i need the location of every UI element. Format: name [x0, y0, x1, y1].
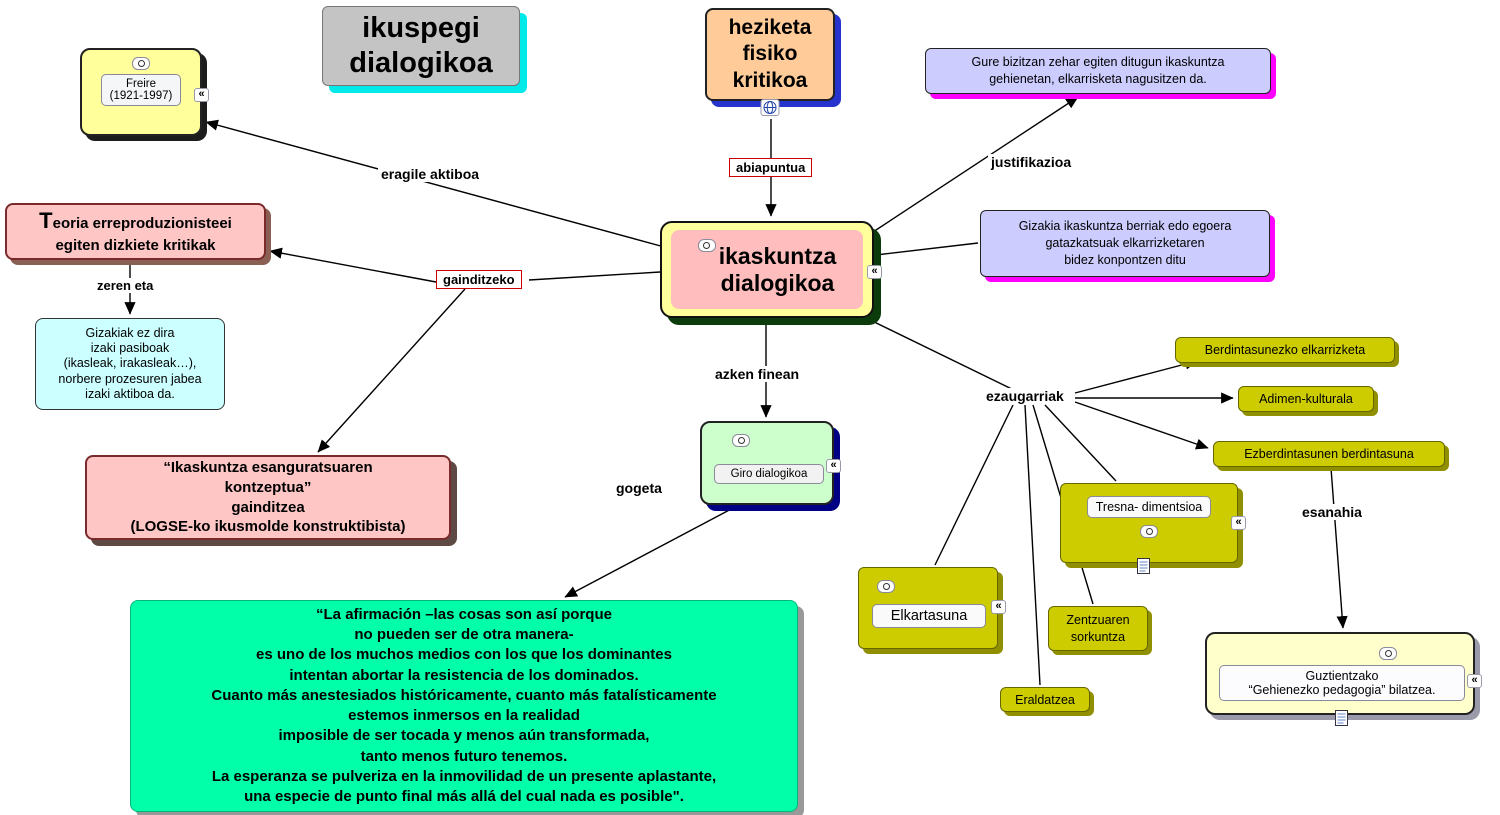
freire-label: Freire (1921-1997)	[100, 74, 182, 106]
gizakiak-text: Gizakiak ez dira izaki pasiboak (ikaslea…	[58, 325, 202, 401]
giro-label: Giro dialogikoa	[714, 464, 824, 484]
quote-text: “La afirmación –las cosas son así porque…	[211, 605, 717, 805]
web-resource-icon[interactable]	[760, 99, 780, 116]
link-label-zeren-eta[interactable]: zeren eta	[94, 278, 157, 293]
annotation-icon[interactable]	[697, 239, 716, 252]
node-guztientzako-pedagogia[interactable]: Guztientzako “Gehienezko pedagogia” bila…	[1205, 632, 1482, 726]
node-giro-dialogikoa[interactable]: Giro dialogikoa «	[700, 421, 841, 505]
node-ikuspegi-dialogikoa[interactable]: ikuspegi dialogikoa	[322, 6, 520, 86]
collapse-icon[interactable]: «	[867, 265, 882, 279]
guztientzako-label: Guztientzako “Gehienezko pedagogia” bila…	[1219, 665, 1465, 701]
node-tresna-dimentsioa[interactable]: Tresna- dimentsioa «	[1060, 483, 1246, 574]
node-ikaskuntza-dialogikoa[interactable]: ikaskuntza dialogikoa «	[660, 221, 882, 318]
esanguratsua-text: “Ikaskuntza esanguratsuaren kontzeptua” …	[130, 458, 406, 536]
node-ikaskuntza-esanguratsuaren[interactable]: “Ikaskuntza esanguratsuaren kontzeptua” …	[85, 455, 451, 540]
tresna-label: Tresna- dimentsioa	[1086, 496, 1212, 518]
annotation-icon[interactable]	[132, 57, 150, 70]
gizakia-text: Gizakia ikaskuntza berriak edo egoera ga…	[1018, 219, 1232, 267]
node-ezberdintasunen-berdintasuna[interactable]: Ezberdintasunen berdintasuna	[1213, 441, 1445, 467]
annotation-icon[interactable]	[877, 580, 895, 593]
teoria-text: Teoria erreproduzionisteei egiten dizkie…	[39, 208, 232, 255]
document-icon[interactable]	[1335, 710, 1348, 726]
document-icon[interactable]	[1137, 558, 1150, 574]
link-label-esanahia[interactable]: esanahia	[1299, 504, 1365, 520]
node-freire-quote[interactable]: “La afirmación –las cosas son así porque…	[130, 600, 798, 812]
collapse-icon[interactable]: «	[991, 600, 1006, 614]
collapse-icon[interactable]: «	[826, 459, 841, 473]
heziketa-text: heziketa fisiko kritikoa	[728, 16, 812, 92]
link-label-gainditzeko[interactable]: gainditzeko	[436, 270, 522, 289]
node-adimen-kulturala[interactable]: Adimen-kulturala	[1238, 386, 1374, 412]
link-label-eragile-aktiboa[interactable]: eragile aktiboa	[378, 166, 483, 182]
elkartasuna-label: Elkartasuna	[872, 604, 986, 628]
node-eraldatzea[interactable]: Eraldatzea	[1000, 687, 1090, 712]
node-zentzuaren-sorkuntza[interactable]: Zentzuaren sorkuntza	[1048, 606, 1148, 651]
annotation-icon[interactable]	[1140, 525, 1158, 538]
link-label-gogeta[interactable]: gogeta	[613, 480, 665, 496]
title-text: ikuspegi dialogikoa	[349, 12, 493, 79]
berdintasunezko-text: Berdintasunezko elkarrizketa	[1204, 343, 1366, 357]
node-teoria-erreproduzionisteei[interactable]: Teoria erreproduzionisteei egiten dizkie…	[5, 203, 266, 260]
node-elkartasuna[interactable]: Elkartasuna «	[858, 567, 1006, 649]
main-node-inner: ikaskuntza dialogikoa	[671, 230, 863, 309]
annotation-icon[interactable]	[732, 434, 750, 447]
zentzuaren-text: Zentzuaren sorkuntza	[1066, 613, 1130, 644]
link-label-ezaugarriak[interactable]: ezaugarriak	[983, 388, 1067, 404]
collapse-icon[interactable]: «	[1231, 516, 1246, 530]
collapse-icon[interactable]: «	[194, 88, 209, 102]
link-label-abiapuntua[interactable]: abiapuntua	[729, 158, 813, 177]
adimen-text: Adimen-kulturala	[1259, 392, 1353, 406]
annotation-icon[interactable]	[1379, 647, 1397, 660]
link-label-justifikazioa[interactable]: justifikazioa	[988, 154, 1075, 170]
node-gizakia-justifikazioa[interactable]: Gizakia ikaskuntza berriak edo egoera ga…	[980, 210, 1270, 277]
ezberdintasunen-text: Ezberdintasunen berdintasuna	[1244, 447, 1414, 461]
node-gure-bizitzan[interactable]: Gure bizitzan zehar egiten ditugun ikask…	[925, 48, 1271, 94]
eraldatzea-text: Eraldatzea	[1015, 692, 1075, 707]
node-gizakiak-ez-dira[interactable]: Gizakiak ez dira izaki pasiboak (ikaslea…	[35, 318, 225, 410]
gure-bizitzan-text: Gure bizitzan zehar egiten ditugun ikask…	[971, 55, 1225, 86]
node-berdintasunezko-elkarrizketa[interactable]: Berdintasunezko elkarrizketa	[1175, 337, 1395, 363]
main-node-text: ikaskuntza dialogikoa	[718, 243, 837, 296]
link-label-azken-finean[interactable]: azken finean	[712, 366, 803, 382]
collapse-icon[interactable]: «	[1467, 674, 1482, 688]
node-heziketa-fisiko-kritikoa[interactable]: heziketa fisiko kritikoa	[705, 8, 835, 116]
node-freire[interactable]: Freire (1921-1997) «	[80, 48, 209, 136]
